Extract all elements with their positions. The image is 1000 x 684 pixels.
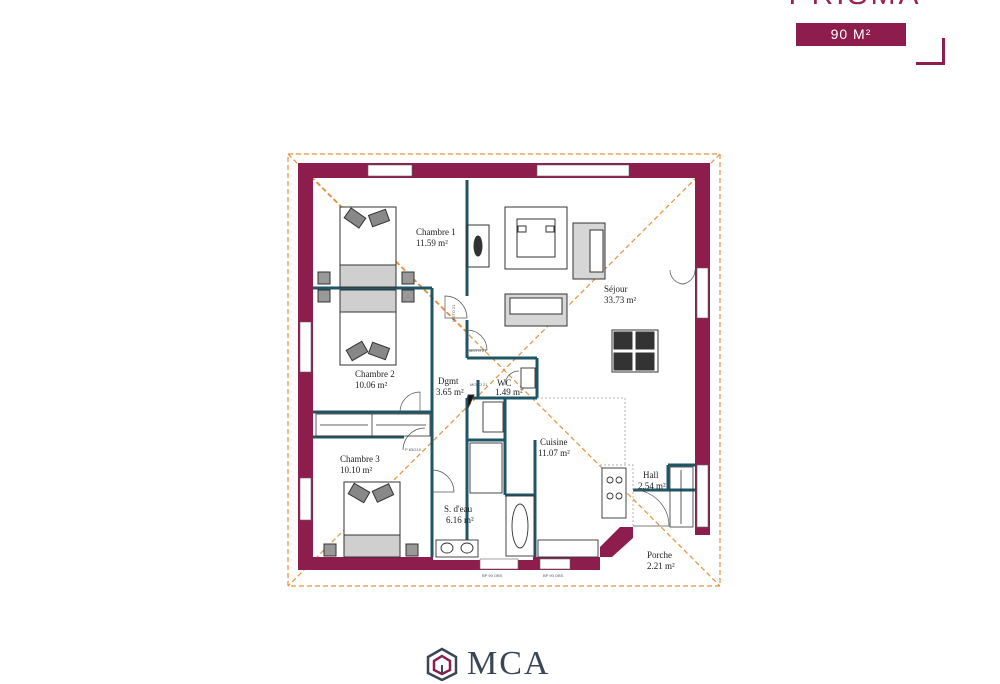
room-area-porche: 2.21 m² <box>647 561 675 571</box>
room-area-cuisine: 11.07 m² <box>538 448 570 458</box>
door-tag: BP 90 OBS <box>482 573 503 578</box>
fixtures <box>435 367 627 558</box>
room-area-chambre-3: 10.10 m² <box>340 465 373 475</box>
room-name-wc: WC <box>497 378 512 388</box>
room-name-chambre-3: Chambre 3 <box>340 454 380 464</box>
room-name-porche: Porche <box>647 550 672 560</box>
room-area-chambre-1: 11.59 m² <box>416 238 448 248</box>
room-labels: Chambre 1 11.59 m² Séjour 33.73 m² Chamb… <box>340 227 675 571</box>
room-name-hall: Hall <box>643 470 659 480</box>
door-tag: P 83/210 <box>405 447 422 452</box>
wall-openings <box>299 164 709 570</box>
door-tag: BP 90 OBS <box>543 573 564 578</box>
door-tag: MOTO 21 <box>469 348 487 353</box>
door-swings <box>399 269 696 527</box>
wardrobes <box>315 413 694 528</box>
room-area-chambre-2: 10.06 m² <box>355 380 388 390</box>
door-tag: MOTO 21 <box>451 304 456 322</box>
room-area-hall: 2.54 m² <box>638 481 666 491</box>
room-area-salle-d-eau: 6.16 m² <box>446 515 474 525</box>
room-area-wc: 1.49 m² <box>495 387 523 397</box>
room-name-dgmt: Dgmt <box>438 376 459 386</box>
door-tags: MOTO 21 MOTO 21 MOTO 21 P 83/210 BP 90 O… <box>405 304 564 578</box>
room-name-cuisine: Cuisine <box>540 437 568 447</box>
model-title: PRISMA <box>770 0 940 10</box>
interior-walls <box>313 180 695 557</box>
door-tag: MOTO 21 <box>470 382 488 387</box>
living-furniture <box>466 206 659 373</box>
mca-cube-icon <box>426 647 458 681</box>
kitchen-outline <box>537 397 634 527</box>
logo-text: MCA <box>467 645 551 682</box>
room-name-sejour: Séjour <box>604 284 628 294</box>
room-area-sejour: 33.73 m² <box>604 295 637 305</box>
corner-bracket-icon <box>916 38 945 65</box>
room-name-chambre-2: Chambre 2 <box>355 369 395 379</box>
room-name-salle-d-eau: S. d'eau <box>444 504 473 514</box>
room-area-dgmt: 3.65 m² <box>436 387 464 397</box>
room-name-chambre-1: Chambre 1 <box>416 227 456 237</box>
mca-logo: MCA <box>425 644 550 684</box>
bedroom-furniture <box>317 206 419 558</box>
surface-badge: 90 M² <box>796 23 906 46</box>
